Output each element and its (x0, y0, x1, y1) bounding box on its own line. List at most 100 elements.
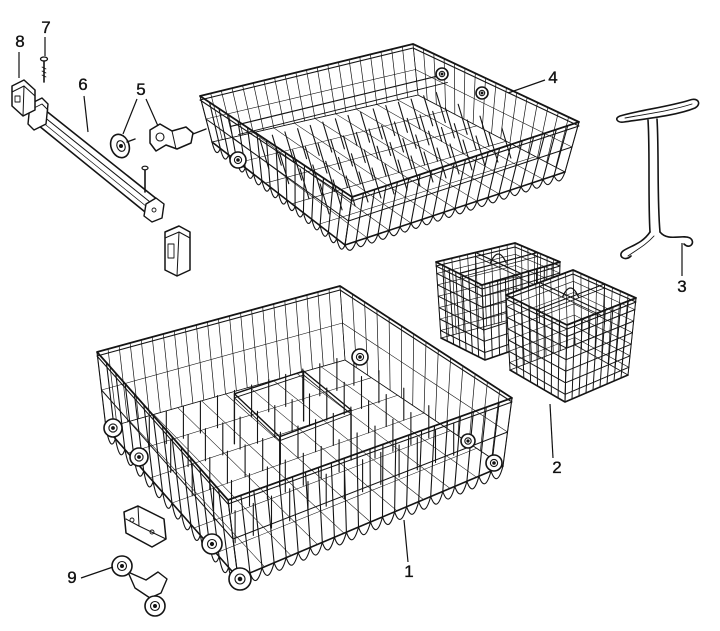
base-wire-loop (327, 231, 338, 244)
wire (585, 315, 591, 394)
wheel-axle (209, 541, 215, 547)
rail-screw-part (141, 165, 149, 193)
leader-line-9 (80, 566, 114, 579)
floor-wire (238, 110, 448, 163)
end-cap-edge (176, 231, 180, 277)
base-wire-loop (345, 526, 360, 541)
rail-end-cap-part (164, 225, 191, 277)
lower-rack-wheel-assembly-part (111, 505, 168, 617)
wire (461, 274, 467, 352)
tine (462, 139, 473, 171)
rail-hole (151, 207, 157, 213)
wire (527, 286, 533, 363)
base-wire-loop (377, 229, 390, 240)
wire (504, 277, 508, 353)
tine (423, 151, 434, 183)
base-wire-loop (443, 207, 456, 218)
side-rail (509, 362, 630, 395)
wheel-clip-hole (149, 529, 155, 535)
base-wire-loop (432, 211, 445, 222)
wire (620, 300, 629, 379)
base-wire-loop (410, 218, 423, 229)
wheel-axle (111, 426, 115, 430)
wire (594, 280, 597, 357)
wire (613, 303, 622, 382)
base-wire-loop (190, 523, 201, 542)
tine (393, 121, 405, 153)
tine (297, 128, 308, 160)
t-bracket-top-bar-edge (624, 103, 693, 119)
base-wire-loop (394, 506, 408, 520)
base-wire-loop (442, 485, 456, 500)
base-wire-loop (143, 470, 154, 488)
compartment-divider (458, 251, 539, 275)
wheel-axle (236, 158, 240, 162)
tine (453, 123, 464, 155)
base-wire-loop (261, 562, 275, 576)
upper-rack (199, 43, 580, 251)
base-wire-loop (253, 173, 263, 186)
base-wire-loop (261, 180, 271, 192)
compartment-divider (536, 287, 605, 315)
wire (607, 287, 613, 365)
base-wire-loop (381, 511, 396, 525)
tine (279, 153, 290, 185)
wire (557, 320, 560, 399)
tine (466, 119, 477, 151)
side-rail (101, 389, 508, 540)
floor-wire (193, 430, 451, 529)
base-wire-loop (297, 546, 311, 561)
floor-wire (355, 108, 500, 195)
base-wire-loop (114, 438, 126, 456)
base-wire-loop (319, 225, 329, 237)
top-rim (435, 246, 561, 290)
side-rail (509, 337, 630, 368)
base-wire-loop (465, 200, 478, 211)
top-rim (96, 285, 513, 501)
base-wire-loop (336, 238, 346, 250)
wire (520, 302, 525, 379)
base-wire-loop (509, 186, 522, 197)
tine (402, 138, 413, 170)
floor-wire (215, 448, 477, 554)
wire (468, 277, 473, 355)
wire (599, 309, 606, 388)
wire (528, 305, 532, 383)
bottom-rim (509, 369, 629, 403)
floor-wire (376, 104, 522, 187)
tine (371, 167, 382, 199)
screw-thread (41, 70, 47, 74)
base-wire-loop (285, 551, 299, 566)
roller-axle (119, 144, 123, 148)
wire (550, 317, 553, 395)
base-wire-loop (542, 175, 555, 186)
side-rail (205, 118, 573, 222)
top-rim (505, 269, 637, 326)
base-wire-loop (487, 193, 500, 204)
wire (475, 252, 480, 329)
base-wire-loop (454, 204, 467, 215)
tine (372, 108, 383, 140)
callout-9: 9 (67, 568, 76, 587)
tine (449, 143, 460, 175)
tine (436, 147, 447, 179)
compartment-divider (458, 256, 538, 278)
base-wire-loop (430, 490, 444, 505)
base-wire-loop (302, 212, 313, 224)
tine (397, 101, 408, 133)
base-wire-loop (476, 197, 489, 207)
wheel-clip-hole (129, 517, 135, 523)
tine (501, 127, 512, 159)
base-wire-loop (273, 557, 287, 571)
screw-part (39, 56, 49, 83)
wire (564, 324, 568, 403)
tine (440, 126, 452, 159)
clip-hole (155, 132, 165, 142)
callout-7: 7 (41, 18, 50, 37)
wire (489, 282, 493, 358)
tine (475, 135, 486, 167)
callout-6: 6 (78, 75, 87, 94)
base-wire-loop (355, 237, 368, 248)
tine (423, 95, 434, 127)
